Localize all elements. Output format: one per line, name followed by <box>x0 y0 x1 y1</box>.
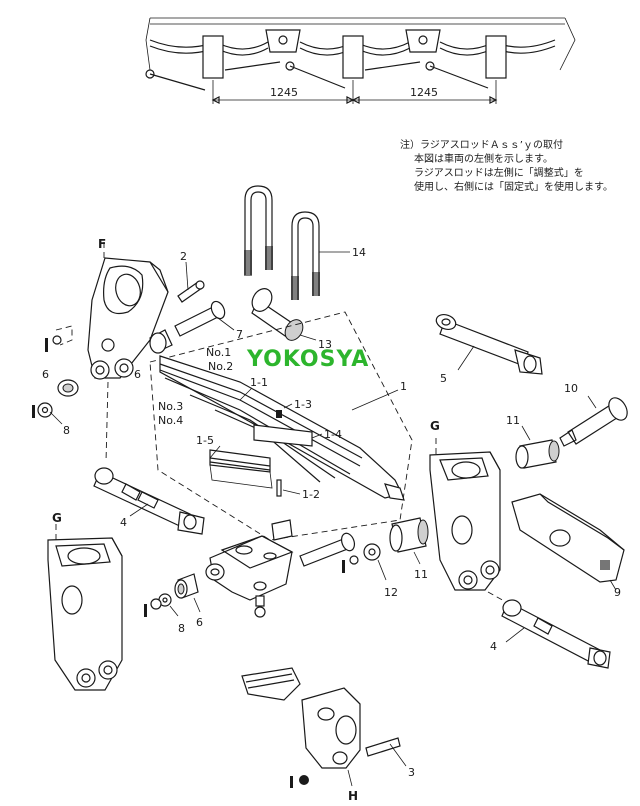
note-line-4: 使用し、右側には「固定式」を使用します。 <box>414 180 613 193</box>
leaf-label-no1: No.1 <box>206 346 231 359</box>
leader-1-2 <box>282 489 301 495</box>
callout-9: 9 <box>614 586 621 599</box>
callout-7: 7 <box>236 328 243 341</box>
callout-8-lower: 8 <box>178 622 185 635</box>
callout-4-right: 4 <box>490 640 497 653</box>
callout-6-mid: 6 <box>134 368 141 381</box>
leader-1-1 <box>239 387 253 401</box>
leaf-label-no3: No.3 <box>158 400 183 413</box>
callout-3: 3 <box>408 766 415 779</box>
spring-seat-bracket <box>205 519 294 618</box>
callout-1-1: 1-1 <box>250 376 268 389</box>
label-bracket-g-left: G <box>52 511 62 525</box>
note-line-2: 本図は車両の左側を示します。 <box>414 152 553 165</box>
label-bracket-g-right: G <box>430 419 440 433</box>
bolt-10 <box>559 395 628 447</box>
callout-6-left: 6 <box>42 368 49 381</box>
callout-11-lower: 11 <box>414 568 428 581</box>
bracket-g-right <box>429 438 501 591</box>
callout-13: 13 <box>318 338 332 351</box>
leader-1-5 <box>209 445 221 459</box>
label-bracket-h: H <box>348 789 358 802</box>
callout-8-left: 8 <box>63 424 70 437</box>
bushing-11-lower <box>389 517 429 565</box>
bracket-g-left <box>47 524 123 691</box>
callout-12: 12 <box>384 586 398 599</box>
washer-12 <box>363 543 387 581</box>
bracket-f <box>87 240 169 380</box>
torque-rod-4-right <box>487 591 611 669</box>
callout-4-left: 4 <box>120 516 127 529</box>
dimension-right: 1245 <box>410 86 438 99</box>
callout-6-lower: 6 <box>196 616 203 629</box>
washer-8-lower <box>144 593 179 617</box>
bushing-6-left <box>57 329 173 397</box>
bushing-11-upper <box>515 425 560 469</box>
bushing-6-lower <box>174 573 201 613</box>
dimension-left: 1245 <box>270 86 298 99</box>
label-bracket-f: F <box>98 237 106 251</box>
bushing-13 <box>251 288 317 341</box>
callout-1-5: 1-5 <box>196 434 214 447</box>
washer-8-left <box>32 402 63 425</box>
pin-2 <box>177 261 205 303</box>
callout-1-3: 1-3 <box>294 398 312 411</box>
torque-rod-5 <box>435 313 543 375</box>
bracket-h <box>290 687 407 788</box>
callout-1-2: 1-2 <box>302 488 320 501</box>
callout-14: 14 <box>352 246 366 259</box>
leaf-label-no4: No.4 <box>158 414 183 427</box>
callout-1-4: 1-4 <box>324 428 342 441</box>
note-line-1: 注）ラジアスロッドＡｓｓ’ｙの取付 <box>400 138 563 151</box>
bolt-7 <box>174 300 235 337</box>
callout-2: 2 <box>180 250 187 263</box>
callout-10: 10 <box>564 382 578 395</box>
note-line-3: ラジアスロッドは左側に「調整式」を <box>414 166 584 179</box>
leader-1-4 <box>311 433 323 439</box>
spring-pad-h <box>241 667 301 701</box>
watermark-logo: YOKOSYA <box>246 347 369 372</box>
equalizer-beam-9 <box>511 493 625 591</box>
leader-1 <box>351 389 399 411</box>
bolt-center <box>299 532 359 573</box>
callout-5: 5 <box>440 372 447 385</box>
torque-rod-4-left <box>93 381 205 535</box>
leader-1-3 <box>283 403 293 409</box>
callout-11-upper: 11 <box>506 414 520 427</box>
callout-1: 1 <box>400 380 407 393</box>
bolt-nut-group-f <box>45 325 73 352</box>
overview-suspension-drawing <box>145 17 576 104</box>
leaf-label-no2: No.2 <box>208 360 233 373</box>
u-bolt-14 <box>244 185 350 300</box>
